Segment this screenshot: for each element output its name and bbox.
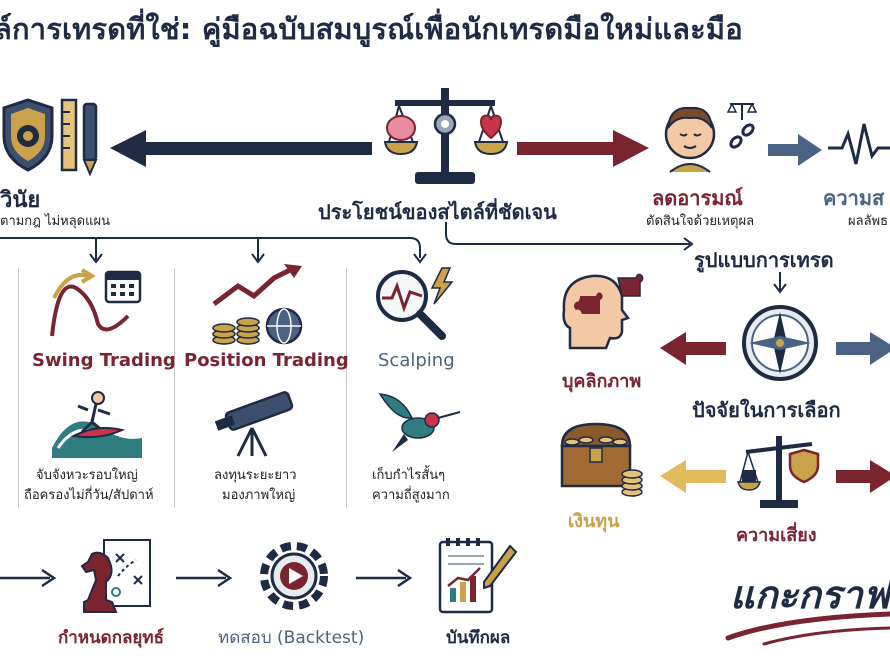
compass-icon xyxy=(742,305,818,381)
consistency-label: ความส xyxy=(823,186,885,210)
scalping-desc-1: เก็บกำไรสั้นๆ xyxy=(372,468,446,483)
swing-desc-1: จับจังหวะรอบใหญ่ xyxy=(36,468,138,483)
emotion-desc: ตัดสินใจด้วยเหตุผล xyxy=(646,214,755,229)
arrow-left-gold-icon xyxy=(660,460,726,493)
emotion-label: ลดอารมณ์ xyxy=(652,186,743,210)
position-label: Position Trading xyxy=(184,350,349,371)
factors-heading: ปัจจัยในการเลือก xyxy=(692,398,841,422)
scalping-desc-2: ความถี่สูงมาก xyxy=(372,488,450,503)
risk-label: ความเสี่ยง xyxy=(736,525,817,546)
style-connector-lines xyxy=(0,237,427,264)
pattern-connector-line xyxy=(445,222,694,251)
arrow-right-thin-icon xyxy=(176,568,233,588)
coins-globe-chart-icon xyxy=(212,264,303,345)
column-divider xyxy=(346,268,347,508)
arrow-right-maroon-icon xyxy=(836,460,890,493)
discipline-label: วินัย xyxy=(0,188,41,213)
swing-label: Swing Trading xyxy=(32,350,176,371)
risk-scale-icon xyxy=(737,436,820,508)
arrow-right-thin-icon xyxy=(0,568,57,588)
page-title: ล์การเทรดที่ใช่: คู่มือฉบับสมบูรณ์เพื่อน… xyxy=(0,12,743,46)
shield-gear-icon xyxy=(2,98,98,177)
position-desc-1: ลงทุนระยะยาว xyxy=(214,468,297,483)
discipline-desc: ตามกฎ ไม่หลุดแผน xyxy=(0,214,111,229)
arrow-right-icon xyxy=(517,130,649,167)
gear-play-icon xyxy=(260,542,328,610)
capital-label: เงินทุน xyxy=(568,511,620,532)
arrow-right-thin-icon xyxy=(356,568,413,588)
hummingbird-icon xyxy=(378,393,461,452)
arrow-left-maroon-icon xyxy=(660,332,726,365)
backtest-label: ทดสอบ (Backtest) xyxy=(218,628,365,648)
arrow-left-icon xyxy=(110,130,372,167)
arrow-right-small-icon xyxy=(768,134,822,166)
balance-scale-icon xyxy=(383,88,509,184)
signature-underline xyxy=(725,611,890,646)
personality-label: บุคลิกภาพ xyxy=(562,371,642,392)
wave-calendar-icon xyxy=(50,268,142,337)
swing-desc-2: ถือครองไม่กี่วัน/สัปดาห์ xyxy=(24,488,154,503)
column-divider xyxy=(174,268,175,508)
arrow-right-slate-icon xyxy=(836,332,890,365)
notebook-chart-icon xyxy=(438,538,518,614)
chess-strategy-icon xyxy=(80,539,151,613)
patterns-heading: รูปแบบการเทรด xyxy=(694,248,834,272)
calm-face-icon xyxy=(664,102,758,173)
scalping-label: Scalping xyxy=(378,350,455,371)
strategy-label: กำหนดกลยุทธ์ xyxy=(58,628,164,648)
telescope-icon xyxy=(214,391,294,457)
journal-label: บันทึกผล xyxy=(446,628,511,648)
magnifier-bolt-icon xyxy=(376,267,454,340)
treasure-chest-icon xyxy=(560,422,643,497)
heartbeat-icon xyxy=(828,123,890,165)
benefits-center-label: ประโยชน์ของสไตล์ที่ชัดเจน xyxy=(318,200,557,224)
column-divider xyxy=(18,268,19,508)
position-desc-2: มองภาพใหญ่ xyxy=(222,488,296,503)
consistency-desc: ผลลัพธ xyxy=(848,214,889,229)
signature-logo: แกะกราฟ xyxy=(730,572,890,617)
puzzle-head-icon xyxy=(562,273,644,350)
surfer-icon xyxy=(52,391,142,458)
arrow-down-icon xyxy=(773,272,787,294)
